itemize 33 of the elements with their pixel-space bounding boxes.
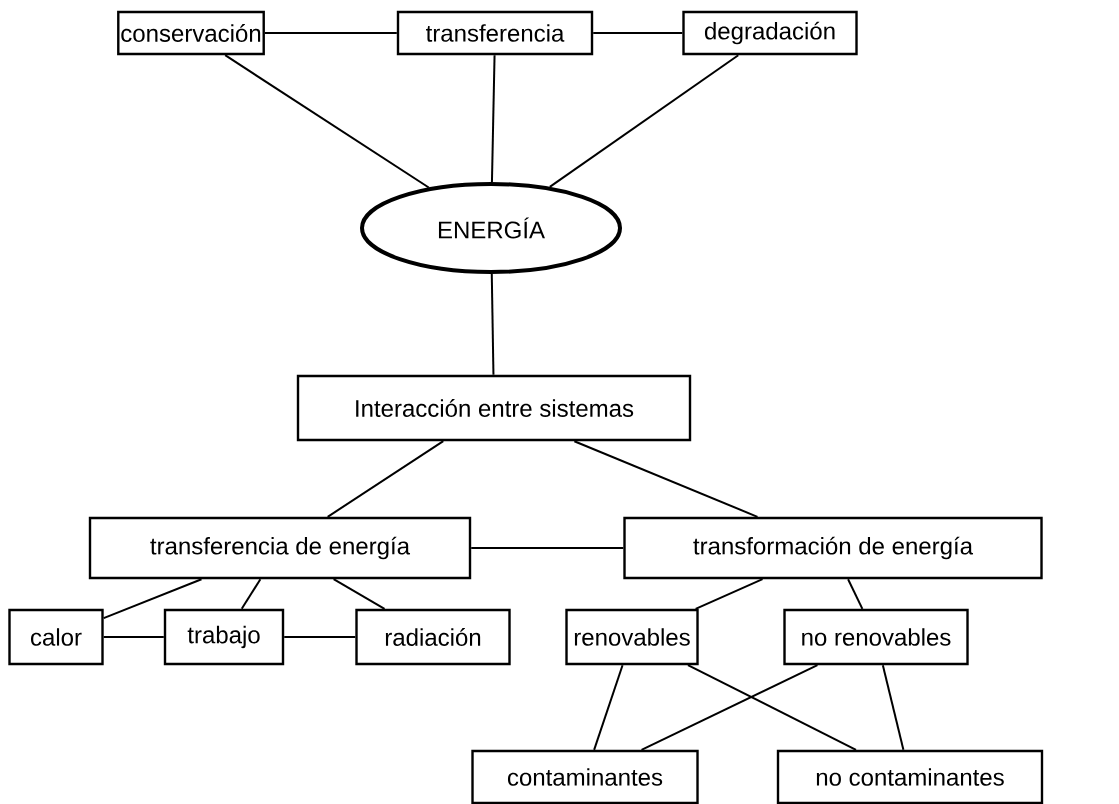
concept-box: trabajo [163, 608, 285, 666]
concept-box: Interacción entre sistemas [296, 374, 692, 442]
connector-line [573, 440, 759, 518]
connector-line [224, 54, 430, 189]
connector-line [490, 273, 495, 376]
connector-line [326, 440, 445, 518]
connector-line [847, 578, 864, 610]
connector-line [332, 578, 386, 610]
connector-line [593, 664, 624, 751]
connector-line [263, 32, 398, 34]
connector-line [686, 664, 857, 751]
concept-box: renovables [565, 608, 699, 666]
connector-line [694, 578, 764, 610]
concept-box: radiación [355, 608, 511, 666]
connector-line [548, 54, 740, 188]
concept-box: no renovables [783, 608, 969, 666]
concept-box: degradación [682, 10, 858, 56]
concept-box: no contaminantes [776, 749, 1044, 804]
connector-line [640, 664, 819, 751]
connector-line [283, 636, 357, 638]
connector-line [490, 54, 496, 183]
concept-box: transferencia [396, 10, 594, 56]
connector-line [102, 636, 165, 638]
connector-line [240, 578, 262, 610]
concept-box: conservación [117, 10, 265, 56]
concept-box: transformación de energía [623, 516, 1043, 580]
connector-line [470, 547, 625, 549]
concept-box: calor [8, 608, 104, 666]
concept-box: contaminantes [471, 749, 699, 804]
connector-line [881, 664, 905, 751]
concept-box: transferencia de energía [88, 516, 472, 580]
connector-line [102, 578, 203, 620]
connector-line [592, 32, 684, 34]
